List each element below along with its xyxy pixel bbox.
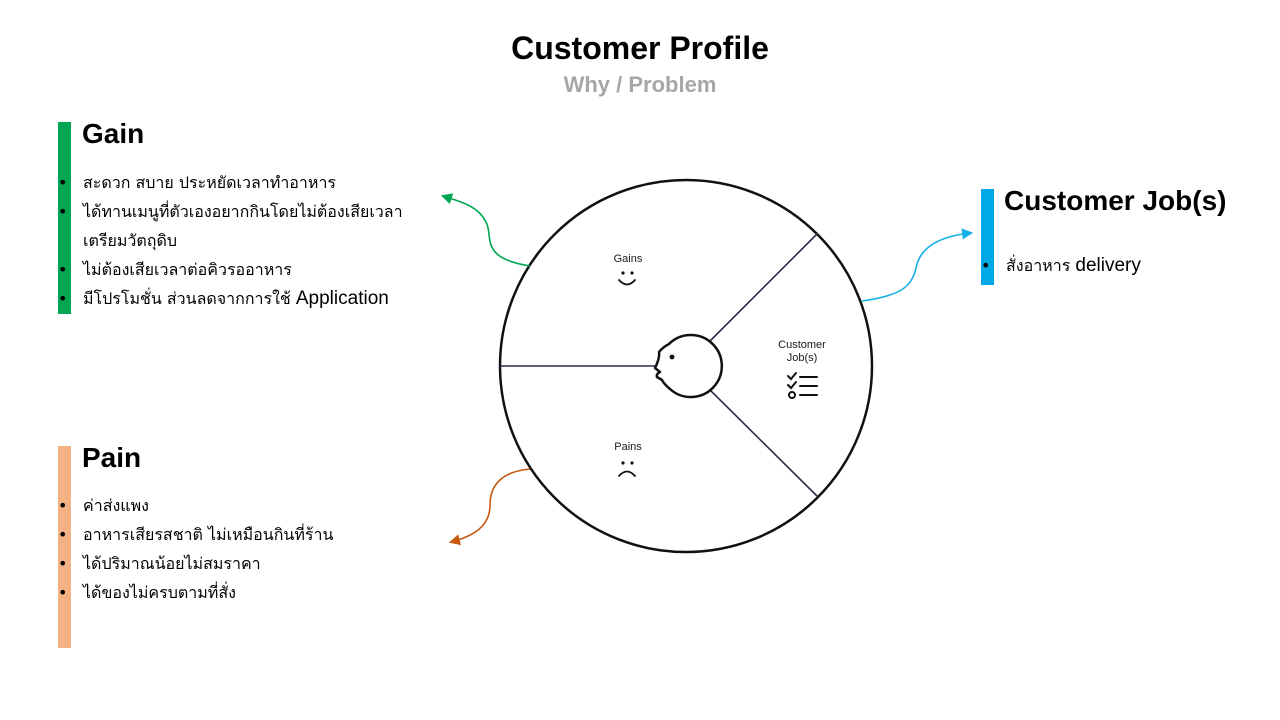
pain-heading: Pain [82,442,142,473]
job-heading: Customer Job(s) [1004,185,1227,216]
gain-item: มีโปรโมชั่น ส่วนลดจากการใช้ Application [58,284,418,313]
jobs-label-line1: Customer [778,339,826,351]
pains-label: Pains [614,441,642,453]
job-item: สั่งอาหาร delivery [981,251,1261,280]
pain-item: อาหารเสียรสชาติ ไม่เหมือนกินที่ร้าน [58,520,418,549]
pain-item: ค่าส่งแพง [58,491,418,520]
pain-item: ได้ปริมาณน้อยไม่สมราคา [58,549,418,578]
gain-arrow [440,193,531,267]
page-subtitle: Why / Problem [563,72,717,97]
divider-line-upper-right [706,232,819,345]
gain-heading: Gain [82,118,145,149]
page-title: Customer Profile [511,30,769,66]
customer-face-icon [653,333,724,399]
gain-item: ไม่ต้องเสียเวลาต่อคิวรออาหาร [58,255,418,284]
jobs-label-line2: Job(s) [787,352,818,364]
pain-arrow [448,468,531,546]
job-arrow [861,228,974,302]
gain-item: ได้ทานเมนูที่ตัวเองอยากกินโดยไม่ต้องเสีย… [58,197,418,255]
divider-line-lower-right [706,386,819,498]
pain-list: ค่าส่งแพง อาหารเสียรสชาติ ไม่เหมือนกินที… [58,491,418,607]
gain-item: สะดวก สบาย ประหยัดเวลาทำอาหาร [58,168,418,197]
gains-label: Gains [614,253,643,265]
gain-list: สะดวก สบาย ประหยัดเวลาทำอาหาร ได้ทานเมนู… [58,168,418,313]
job-list: สั่งอาหาร delivery [981,251,1261,280]
smile-icon [618,271,636,286]
checklist-icon [787,372,818,399]
pain-item: ได้ของไม่ครบตามที่สั่ง [58,578,418,607]
frown-icon [618,461,636,477]
